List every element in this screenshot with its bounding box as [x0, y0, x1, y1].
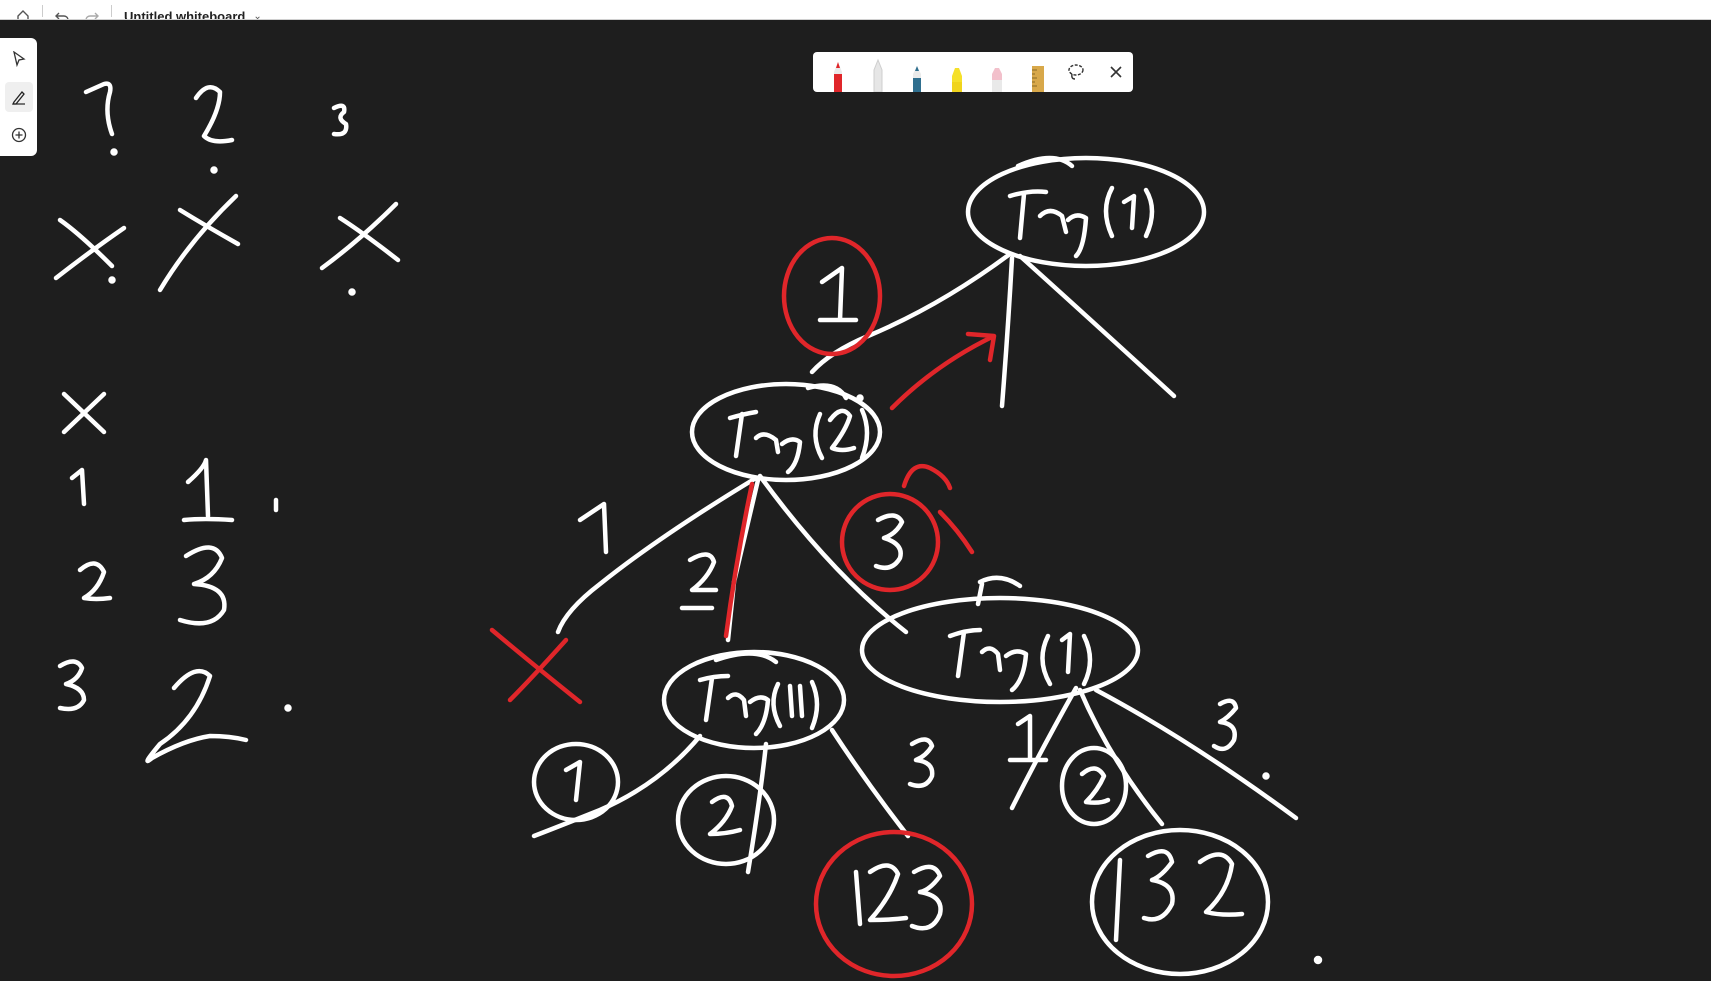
- list-row-1: [69, 457, 279, 523]
- tree-edge: [1009, 685, 1079, 811]
- tree-edge: [757, 473, 909, 635]
- right-branch-label-3: [1211, 698, 1239, 752]
- home-icon[interactable]: [8, 3, 38, 19]
- pink-highlighter-icon[interactable]: [980, 52, 1014, 92]
- chevron-down-icon[interactable]: ⌄: [253, 11, 262, 20]
- leaf-node-123: [813, 829, 975, 979]
- red-curve-arrow: [901, 463, 975, 555]
- red-circle-3: [839, 491, 941, 593]
- tree-level3-right-node: [859, 575, 1141, 705]
- pen-icon[interactable]: [4, 82, 33, 112]
- left-toolbar: [0, 38, 37, 156]
- right-branch-label-1: [1007, 713, 1049, 763]
- lasso-icon[interactable]: [1060, 52, 1094, 92]
- red-circle-1-label: [817, 265, 859, 323]
- leaf-node-2: [675, 773, 777, 867]
- tree-level2-node: [689, 381, 883, 483]
- redo-icon[interactable]: [77, 3, 107, 19]
- blue-pen-icon[interactable]: [901, 52, 935, 92]
- toolbar-divider: [42, 5, 43, 17]
- red-circle-1: [781, 235, 883, 357]
- yellow-highlighter-icon[interactable]: [940, 52, 974, 92]
- tree-level3-left-node: [661, 649, 847, 751]
- list-row-2: [77, 545, 227, 626]
- note-number-1: [83, 81, 118, 156]
- tree-edge: [809, 251, 1013, 375]
- list-row-3: [57, 659, 292, 764]
- tree-edge: [725, 477, 761, 643]
- tree-edge: [999, 255, 1015, 409]
- tree-edge: [829, 727, 911, 839]
- leaf-node-132: [1089, 827, 1271, 977]
- right-leaf-small: [1059, 745, 1129, 827]
- red-x-mark: [489, 627, 583, 705]
- x-mark: [319, 201, 401, 271]
- leaf-node-1: [531, 741, 621, 823]
- undo-icon[interactable]: [47, 3, 77, 19]
- red-circle-3-label: [873, 513, 905, 570]
- close-icon[interactable]: [1099, 52, 1133, 92]
- add-icon[interactable]: [5, 120, 33, 150]
- title-bar: Untitled whiteboard ⌄: [0, 0, 1711, 20]
- red-pen-icon[interactable]: [821, 52, 855, 92]
- branch-label-2: [679, 552, 719, 611]
- branch-label-3: [907, 737, 935, 788]
- red-path: [723, 481, 755, 639]
- branch-label-1: [577, 501, 609, 555]
- pen-tray: [813, 52, 1133, 92]
- x-mark: [61, 391, 107, 435]
- x-mark: [53, 217, 127, 281]
- select-arrow-icon[interactable]: [5, 44, 33, 74]
- tree-edge: [555, 475, 759, 635]
- white-pen-icon[interactable]: [861, 52, 895, 92]
- leaf-123-label: [853, 863, 943, 931]
- note-number-2: [193, 84, 235, 174]
- tree-edge: [1093, 687, 1299, 821]
- tree-edge: [1017, 253, 1177, 399]
- ruler-icon[interactable]: [1020, 52, 1054, 92]
- tree-root-node: [965, 155, 1207, 269]
- x-mark: [157, 193, 241, 293]
- red-arrow: [889, 331, 997, 411]
- document-title[interactable]: Untitled whiteboard: [124, 9, 246, 20]
- note-number-3: [331, 103, 349, 137]
- toolbar-divider: [111, 5, 112, 17]
